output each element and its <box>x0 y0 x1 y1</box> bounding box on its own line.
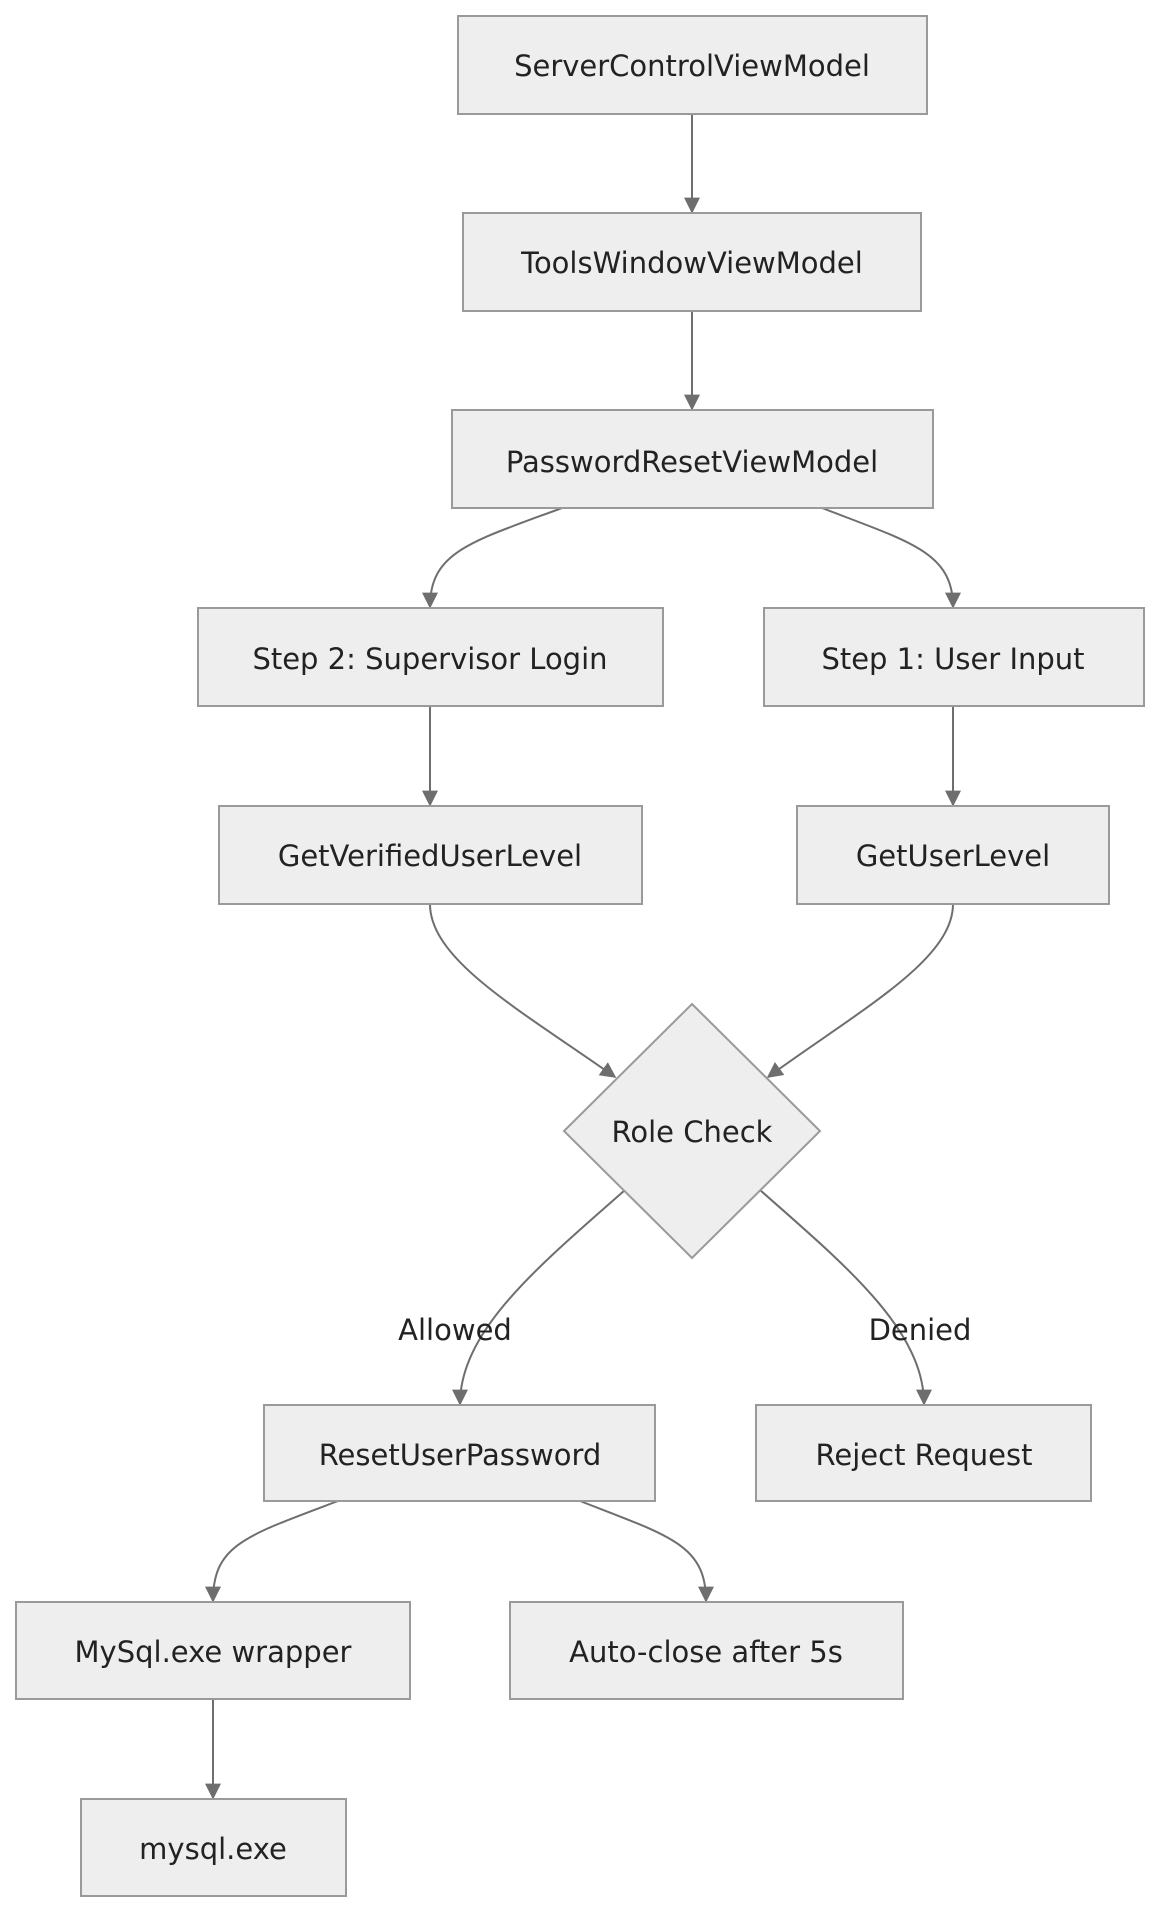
node-label: ResetUserPassword <box>319 1438 602 1472</box>
node-auto-close-after-5s[interactable]: Auto-close after 5s <box>509 1601 904 1700</box>
node-mysql-exe[interactable]: mysql.exe <box>80 1798 347 1897</box>
node-step2-supervisor-login[interactable]: Step 2: Supervisor Login <box>197 607 664 707</box>
edge-rolecheck-to-reset <box>452 1189 626 1406</box>
node-label: GetVerifiedUserLevel <box>278 839 582 873</box>
node-label: MySql.exe wrapper <box>75 1635 352 1669</box>
nodes: ServerControlViewModel ToolsWindowViewMo… <box>15 15 1145 1897</box>
node-mysql-exe-wrapper[interactable]: MySql.exe wrapper <box>15 1601 411 1700</box>
edge-reset-to-autoclose <box>579 1500 714 1603</box>
edge-rolecheck-to-reject <box>759 1189 932 1406</box>
node-label: Reject Request <box>816 1438 1033 1472</box>
edge-getverified-to-rolecheck <box>429 903 617 1078</box>
node-reset-user-password[interactable]: ResetUserPassword <box>263 1404 656 1502</box>
node-label: mysql.exe <box>139 1832 287 1866</box>
edge-reset-to-mysqlwrapper <box>205 1500 339 1603</box>
node-get-user-level[interactable]: GetUserLevel <box>796 805 1110 905</box>
edge-labels: Allowed Denied <box>398 1313 971 1347</box>
edges <box>205 114 961 1800</box>
edge-label-denied: Denied <box>869 1313 972 1347</box>
node-role-check-decision[interactable]: Role Check <box>562 1002 822 1260</box>
edge-getuserlevel-to-rolecheck <box>766 903 954 1078</box>
node-label: Step 1: User Input <box>821 642 1084 676</box>
node-get-verified-user-level[interactable]: GetVerifiedUserLevel <box>218 805 643 905</box>
node-reject-request[interactable]: Reject Request <box>755 1404 1092 1502</box>
edge-password-to-step2 <box>422 507 563 609</box>
node-label: Step 2: Supervisor Login <box>252 642 607 676</box>
node-step1-user-input[interactable]: Step 1: User Input <box>763 607 1145 707</box>
edge-password-to-step1 <box>821 507 961 609</box>
node-tools-window-view-model[interactable]: ToolsWindowViewModel <box>462 212 922 312</box>
node-label: ServerControlViewModel <box>514 49 870 83</box>
node-label: PasswordResetViewModel <box>506 445 878 479</box>
node-label: Auto-close after 5s <box>569 1635 843 1669</box>
node-label: GetUserLevel <box>856 839 1050 873</box>
edge-label-allowed: Allowed <box>398 1313 512 1347</box>
node-password-reset-view-model[interactable]: PasswordResetViewModel <box>451 409 934 509</box>
node-label: Role Check <box>612 1115 773 1149</box>
node-server-control-view-model[interactable]: ServerControlViewModel <box>457 15 928 115</box>
node-label: ToolsWindowViewModel <box>520 246 863 280</box>
